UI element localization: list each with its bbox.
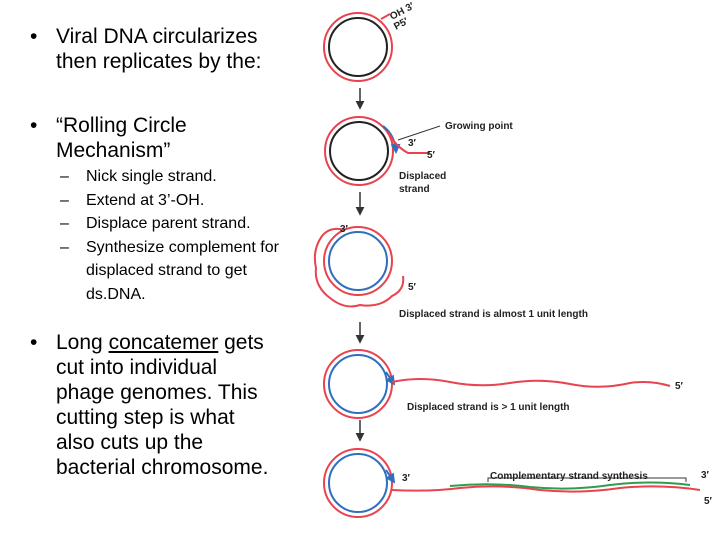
label-5prime-stage3: 5′ (408, 282, 417, 293)
dash-symbol: – (60, 238, 69, 256)
subitem-text: Synthesize complement for displaced stra… (86, 238, 279, 303)
concatemer-pre: Long (56, 331, 109, 354)
label-strand: strand (399, 184, 430, 195)
rolling-circle-diagram: OH 3′ P5′ Growing point 3′ 5′ Displaced … (313, 1, 713, 518)
bullet-symbol: • (30, 114, 38, 137)
dash-symbol: – (60, 191, 69, 209)
complementary-bracket (487, 477, 687, 482)
label-3prime-stage5-left: 3′ (402, 473, 411, 484)
label-3prime-stage5-right: 3′ (701, 470, 710, 481)
label-almost-one-unit: Displaced strand is almost 1 unit length (399, 309, 588, 320)
label-5prime-stage4: 5′ (675, 381, 684, 392)
subitem-text: Extend at 3’-OH. (86, 191, 205, 209)
label-5prime-stage5: 5′ (704, 496, 713, 507)
label-displaced: Displaced (399, 171, 446, 182)
label-complementary: Complementary strand synthesis (490, 471, 648, 482)
stage-2-circle (324, 116, 430, 186)
label-3prime-stage3: 3′ (340, 224, 349, 235)
subitem-text: Displace parent strand. (86, 215, 251, 232)
bullet-text: Viral DNA circularizes then replicates b… (56, 25, 262, 73)
concatemer-term: concatemer (108, 331, 219, 354)
bullet-concatemer: • Long concatemer gets cut into individu… (30, 330, 300, 485)
label-5prime-stage2: 5′ (427, 150, 436, 161)
subitem-text: Nick single strand. (86, 168, 217, 185)
bullet-text: “Rolling Circle Mechanism” (56, 114, 187, 162)
bullet-symbol: • (30, 25, 38, 48)
bullet-symbol: • (30, 331, 38, 354)
stage-5-circle (323, 448, 701, 518)
bullet-rolling-circle: • “Rolling Circle Mechanism” (30, 113, 300, 165)
label-gt-one-unit: Displaced strand is > 1 unit length (407, 402, 570, 413)
label-3prime-stage2: 3′ (408, 138, 417, 149)
dash-symbol: – (60, 168, 69, 185)
stage-1-circle (323, 12, 393, 82)
growing-point-pointer (397, 125, 441, 141)
stage-3-circle (313, 226, 405, 308)
dash-symbol: – (60, 215, 69, 232)
stage-4-circle (323, 349, 671, 419)
concatemer-post: gets cut into individual phage genomes. … (56, 331, 269, 479)
bullet-viral-dna: • Viral DNA circularizes then replicates… (30, 24, 300, 76)
bullet-text: Long concatemer gets cut into individual… (56, 330, 268, 480)
label-growing-point: Growing point (445, 121, 513, 132)
